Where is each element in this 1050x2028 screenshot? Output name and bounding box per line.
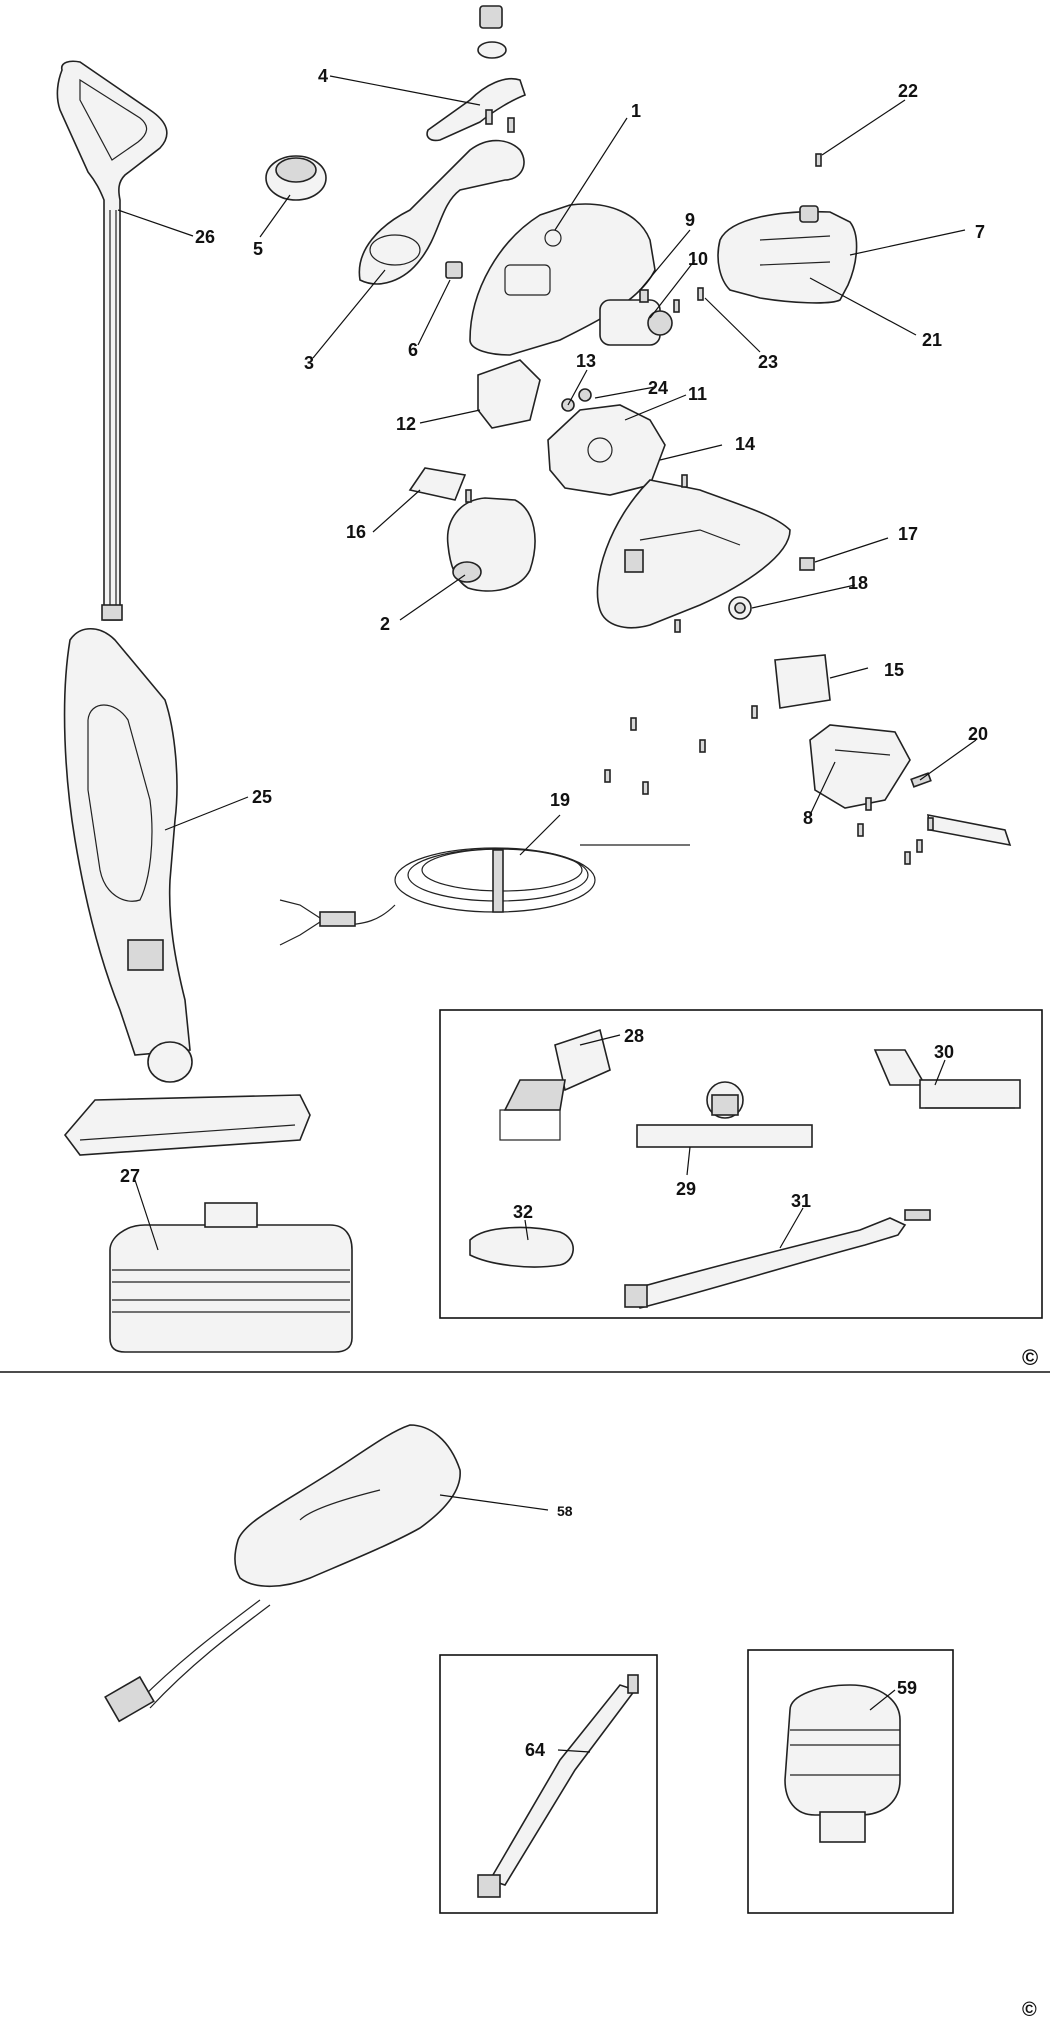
callout-18: 18: [848, 573, 868, 593]
callout-23: 23: [758, 352, 778, 372]
callout-labels: 1 2 3 4 5 6 7 8 9 10 11 12 13 14 15 16 1…: [120, 66, 988, 1760]
part-17-clip: [799, 557, 815, 571]
callout-20: 20: [968, 724, 988, 744]
callout-15: 15: [884, 660, 904, 680]
part-32-cloth: [469, 1226, 574, 1268]
part-12-front-cover: [477, 359, 541, 429]
callout-1: 1: [631, 101, 641, 121]
screws: [465, 153, 934, 865]
part-4-cover: [426, 5, 527, 142]
callout-8: 8: [803, 808, 813, 828]
callout-17: 17: [898, 524, 918, 544]
callout-12: 12: [396, 414, 416, 434]
callout-19: 19: [550, 790, 570, 810]
part-19-power-cord: [279, 844, 690, 946]
callout-16: 16: [346, 522, 366, 542]
callout-5: 5: [253, 239, 263, 259]
callout-4: 4: [318, 66, 328, 86]
accessory-frame-59: [747, 1649, 954, 1914]
callout-58: 58: [557, 1503, 573, 1519]
callout-59: 59: [897, 1678, 917, 1698]
callout-28: 28: [624, 1026, 644, 1046]
part-16-pcb: [408, 467, 467, 501]
callout-13: 13: [576, 351, 596, 371]
callout-24: 24: [648, 378, 668, 398]
accessory-frame: [439, 1009, 1043, 1319]
callout-14: 14: [735, 434, 755, 454]
callout-27: 27: [120, 1166, 140, 1186]
callout-10: 10: [688, 249, 708, 269]
part-27-mop-pad: [109, 1202, 353, 1353]
part-14-base-housing: [596, 479, 791, 629]
part-15-board: [774, 654, 831, 709]
part-30-brush: [873, 1049, 1021, 1109]
copyright-mark-bottom: ©: [1022, 1999, 1037, 2021]
part-10-pump: [599, 289, 673, 346]
callout-9: 9: [685, 210, 695, 230]
part-2-switch-housing: [446, 497, 536, 592]
accessory-frame-64: [439, 1654, 658, 1914]
part-28-angled-brush: [499, 1028, 611, 1141]
part-6-clip: [445, 261, 463, 279]
callout-2: 2: [380, 614, 390, 634]
leader-lines: [117, 75, 977, 1753]
callout-22: 22: [898, 81, 918, 101]
part-18-knob: [728, 596, 752, 620]
part-1-housing: [469, 203, 656, 356]
callout-32: 32: [513, 1202, 533, 1222]
part-20-connector: [910, 772, 1012, 847]
callout-29: 29: [676, 1179, 696, 1199]
part-3-handle-body: [358, 139, 525, 285]
part-31-extension-hose: [624, 1209, 931, 1309]
part-8-plate: [809, 724, 911, 809]
part-29-wide-nozzle: [636, 1081, 813, 1148]
callout-11: 11: [688, 384, 707, 404]
part-59-glove: [784, 1684, 901, 1843]
callout-64: 64: [525, 1740, 545, 1760]
part-25-mop-body: [63, 627, 311, 1156]
part-5-cap: [265, 155, 327, 201]
callout-21: 21: [922, 330, 942, 350]
part-7-tank: [717, 205, 858, 304]
copyright-mark-top: ©: [1022, 1345, 1038, 1370]
callout-26: 26: [195, 227, 215, 247]
part-26-handle: [56, 60, 168, 621]
callout-30: 30: [934, 1042, 954, 1062]
callout-6: 6: [408, 340, 418, 360]
callout-31: 31: [791, 1191, 811, 1211]
part-58-hand-steamer: [104, 1424, 461, 1723]
part-11-boiler: [547, 388, 666, 496]
part-64-extension-hose: [477, 1674, 639, 1898]
callout-25: 25: [252, 787, 272, 807]
callout-3: 3: [304, 353, 314, 373]
callout-7: 7: [975, 222, 985, 242]
